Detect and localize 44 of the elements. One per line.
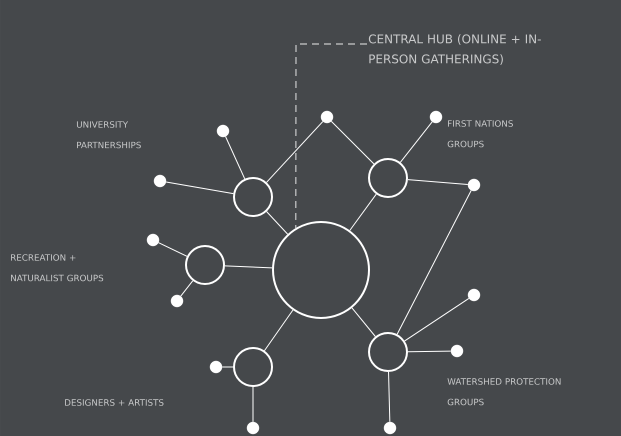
connector-line [166,182,234,194]
group-circle [368,158,408,198]
connector-line [222,366,234,368]
connector-line [400,121,433,163]
dot [170,294,184,308]
group-circle [185,245,225,285]
group-label: FIRST NATIONS GROUPS [448,120,513,148]
connector-line [388,371,390,422]
group-circle [368,332,408,372]
dot [468,178,480,192]
connector-line [396,190,472,335]
connector-line [225,136,246,180]
hub-label: CENTRAL HUB (ONLINE + IN-PERSON GATHERINGS) [368,34,541,65]
connector-line [404,298,470,342]
connector-line [349,194,377,231]
group-circle [233,347,273,387]
dot [384,422,396,434]
connector-line [264,310,294,352]
group-label: RECREATION + NATURALIST GROUPS [11,254,104,282]
hub-circle [272,221,370,319]
connector-line [180,280,194,297]
connector-line [330,120,374,164]
dot [246,422,260,434]
group-label: WATERSHED PROTECTION GROUPS [447,378,561,406]
connector-line [224,265,273,268]
connector-line [266,121,324,183]
connector-line [266,211,288,235]
connector-line [407,179,468,185]
connector-line [252,386,254,422]
leader-line [295,43,367,228]
dot [320,110,334,124]
connector-line [158,242,188,257]
group-label: DESIGNERS + ARTISTS [65,399,164,406]
dot [154,174,166,188]
dot [430,110,442,124]
dot [468,288,480,302]
group-circle [233,177,273,217]
dot [146,234,160,246]
connector-line [352,307,376,337]
connector-line [408,350,452,352]
dot [210,360,222,374]
group-label: UNIVERSITY PARTNERSHIPS [76,121,141,148]
dot [450,344,464,358]
dot [216,124,230,138]
